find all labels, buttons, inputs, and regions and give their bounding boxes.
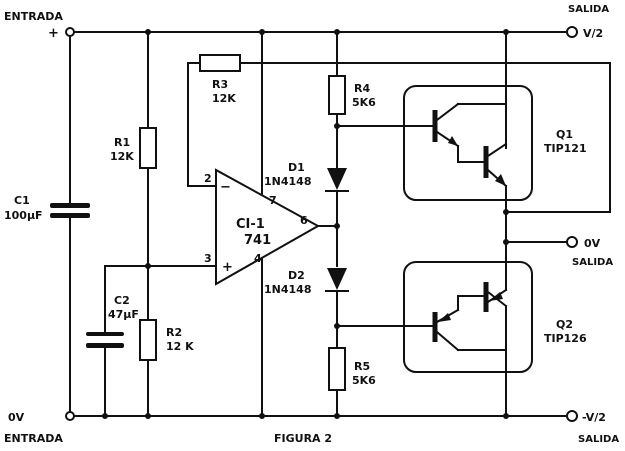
resistor-r3: [199, 54, 241, 72]
output-mid-caption: SALIDA: [572, 257, 613, 268]
input-plus-sign: +: [48, 26, 59, 41]
q2-ref: Q2: [556, 318, 573, 331]
capacitor-c1: [50, 203, 90, 218]
figure-title: FIGURA 2: [274, 432, 332, 445]
input-positive-terminal: [65, 27, 75, 37]
r4-value: 5K6: [352, 96, 376, 109]
q1-ref: Q1: [556, 128, 573, 141]
r1-value: 12K: [110, 150, 134, 163]
d1-ref: D1: [288, 161, 305, 174]
input-bottom-label: ENTRADA: [4, 432, 63, 445]
transistor-q2: [403, 261, 533, 373]
r3-ref: R3: [212, 78, 228, 91]
pin-3: 3: [204, 252, 212, 265]
output-negative-terminal: [566, 410, 578, 422]
output-positive-terminal: [566, 26, 578, 38]
c1-value: 100μF: [4, 209, 43, 222]
output-bottom-caption: SALIDA: [578, 434, 619, 445]
resistor-r1: [139, 127, 157, 169]
wires: [69, 31, 611, 417]
c2-value: 47μF: [108, 308, 139, 321]
d1-value: 1N4148: [264, 175, 311, 188]
r4-ref: R4: [354, 82, 370, 95]
input-zero-volt-label: 0V: [8, 411, 25, 424]
r1-ref: R1: [114, 136, 130, 149]
r2-ref: R2: [166, 326, 182, 339]
output-top-value: V/2: [583, 27, 603, 40]
pin-minus: −: [220, 180, 231, 195]
ic-ref: CI-1: [236, 217, 265, 232]
r3-value: 12K: [212, 92, 236, 105]
output-mid-value: 0V: [584, 237, 601, 250]
r5-ref: R5: [354, 360, 370, 373]
op-amp-ci1: [215, 168, 321, 286]
pin-6: 6: [300, 214, 308, 227]
r5-value: 5K6: [352, 374, 376, 387]
ic-value: 741: [244, 233, 271, 248]
input-ground-terminal: [65, 411, 75, 421]
resistor-r2: [139, 319, 157, 361]
diode-d2: [325, 268, 349, 292]
capacitor-c2: [86, 332, 124, 348]
r2-value: 12 K: [166, 340, 194, 353]
q1-value: TIP121: [544, 142, 587, 155]
output-zero-terminal: [566, 236, 578, 248]
pin-plus: +: [222, 260, 233, 275]
d2-ref: D2: [288, 269, 305, 282]
input-top-label: ENTRADA: [4, 10, 63, 23]
labels: ENTRADA + 0V ENTRADA SALIDA V/2 0V SALID…: [4, 4, 619, 445]
junction-dots: [67, 29, 509, 419]
transistor-q1: [403, 85, 533, 201]
diode-d1: [325, 168, 349, 192]
pin-7: 7: [269, 194, 277, 207]
pin-4: 4: [254, 252, 262, 265]
c1-ref: C1: [14, 194, 30, 207]
output-top-caption: SALIDA: [568, 4, 609, 15]
d2-value: 1N4148: [264, 283, 311, 296]
resistor-r4: [328, 75, 346, 115]
pin-2: 2: [204, 172, 212, 185]
c2-ref: C2: [114, 294, 130, 307]
output-bottom-value: -V/2: [582, 411, 606, 424]
resistor-r5: [328, 347, 346, 391]
q2-value: TIP126: [544, 332, 587, 345]
